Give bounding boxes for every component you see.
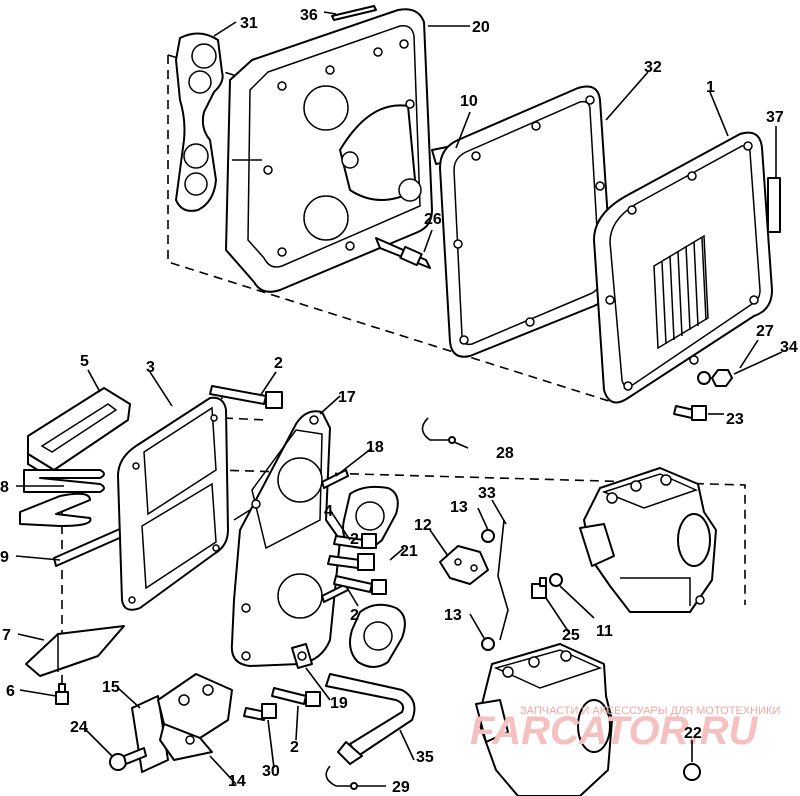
callout-31: 31 (240, 15, 258, 32)
gasket-3 (117, 396, 229, 611)
bolt-4 (333, 533, 377, 549)
washer-27 (697, 371, 711, 385)
watermark-text: ЗАПЧАСТИ И АКСЕССУАРЫ ДЛЯ МОТОТЕХНИКИ (520, 705, 780, 717)
callout-21: 21 (400, 543, 418, 560)
callout-32: 32 (644, 59, 662, 76)
clip-28 (421, 417, 456, 444)
screw-25 (531, 577, 547, 599)
cap-13-bottom (481, 637, 495, 651)
cover-ribs (653, 234, 709, 350)
callout-26: 26 (424, 211, 442, 228)
plate-7 (25, 625, 125, 677)
link-rod-33 (497, 519, 509, 641)
callout-13-top: 13 (450, 499, 468, 516)
callout-2-mid2: 2 (350, 531, 359, 548)
bolt-30 (243, 703, 277, 721)
watermark: ЗАПЧАСТИ И АКСЕССУАРЫ ДЛЯ МОТОТЕХНИКИ FA… (470, 705, 780, 753)
callout-2-mid: 2 (350, 607, 359, 624)
hose-35 (325, 673, 416, 765)
screw-23 (673, 405, 707, 421)
callout-2-bottom: 2 (290, 739, 299, 756)
intake-manifold-17 (230, 410, 341, 667)
bolt-2-mid-upper (327, 553, 375, 571)
callout-37: 37 (766, 109, 784, 126)
screw-24 (109, 747, 147, 771)
stud-26 (375, 237, 431, 269)
carburetor-lower (475, 643, 613, 796)
reed-stop-9 (53, 527, 125, 567)
callout-24: 24 (70, 719, 88, 736)
callout-18: 18 (366, 439, 384, 456)
callout-13-bottom: 13 (444, 607, 462, 624)
callout-23: 23 (726, 411, 744, 428)
callout-9: 9 (0, 549, 9, 566)
link-plate-12 (439, 545, 489, 585)
bolt-2-top (209, 385, 283, 409)
callout-17: 17 (338, 389, 356, 406)
callout-1: 1 (706, 79, 715, 96)
callout-2-top: 2 (274, 355, 283, 372)
fitting-19 (291, 643, 313, 669)
callout-5: 5 (80, 353, 89, 370)
callout-8: 8 (0, 479, 9, 496)
outer-cover-1 (593, 131, 773, 404)
callout-12: 12 (414, 517, 432, 534)
exhaust-cover-20 (225, 8, 433, 293)
callout-20: 20 (472, 19, 490, 36)
callout-7: 7 (2, 627, 11, 644)
callout-4: 4 (324, 503, 333, 520)
watermark-logo: FARCATOR.RU (470, 709, 759, 753)
callout-11: 11 (596, 623, 613, 640)
gasket-32 (439, 85, 613, 358)
callout-28: 28 (496, 445, 514, 462)
callout-19: 19 (330, 695, 348, 712)
callout-36: 36 (300, 7, 318, 24)
callout-29: 29 (392, 779, 410, 796)
callouts: 31 36 20 32 1 37 10 26 27 34 23 5 3 2 17… (0, 7, 798, 796)
callout-15: 15 (102, 679, 120, 696)
callout-33: 33 (478, 485, 496, 502)
callout-6: 6 (6, 683, 15, 700)
bolt-2-mid-lower (333, 575, 387, 595)
gasket-31 (175, 32, 224, 212)
bolt-2-bottom (271, 687, 321, 707)
callout-27: 27 (756, 323, 774, 340)
callout-25: 25 (562, 627, 580, 644)
cap-13-top (481, 529, 495, 543)
reed-block-5 (27, 387, 131, 481)
pin-36 (331, 5, 377, 21)
callout-14: 14 (228, 773, 246, 790)
reed-petals-8 (19, 469, 105, 527)
callout-10: 10 (460, 93, 478, 110)
nut-34 (711, 369, 733, 387)
callout-3: 3 (146, 359, 155, 376)
washer-11 (549, 573, 563, 587)
callout-34: 34 (780, 339, 798, 356)
clip-29 (325, 765, 358, 790)
nut-22 (683, 763, 701, 781)
callout-22: 22 (684, 725, 702, 742)
callout-30: 30 (262, 763, 280, 780)
callout-35: 35 (416, 749, 434, 766)
carburetor-upper (579, 467, 717, 613)
leader-lines (15, 11, 783, 787)
bracket-14 (157, 673, 233, 761)
screw-6 (55, 683, 69, 705)
decal-37 (767, 177, 781, 233)
gaskets-21 (342, 485, 406, 668)
